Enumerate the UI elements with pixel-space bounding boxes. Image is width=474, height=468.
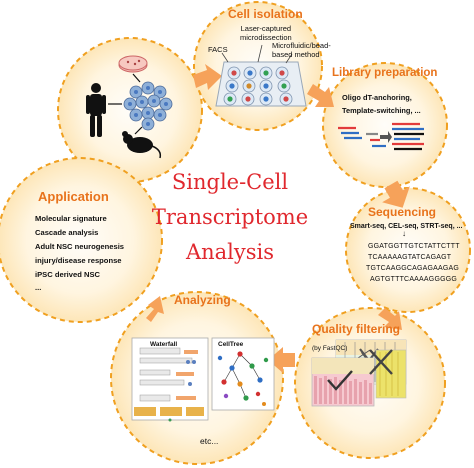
cell-isolation-title: Cell isolation — [228, 7, 303, 21]
center-title-line2: Transcriptome — [151, 205, 309, 229]
arrow-2 — [307, 84, 334, 107]
petri-dish-icon — [118, 55, 148, 73]
well-plate-icon — [215, 44, 307, 107]
library-circle — [322, 62, 448, 188]
library-line2: Template-switching, ... — [342, 106, 421, 115]
flow-arrows — [146, 64, 410, 373]
read-3: TGTCAAGGCAGAGAAGAG — [366, 265, 460, 272]
human-icon — [86, 83, 106, 137]
arrow-6 — [146, 296, 164, 322]
sequencing-methods: Smart-seq, CEL-seq, STRT-seq, ... — [350, 223, 463, 230]
library-prep-graphic — [338, 122, 424, 151]
library-title: Library preparation — [332, 67, 438, 79]
application-item: iPSC derived NSC — [35, 270, 100, 279]
center-title-line3: Analysis — [185, 240, 275, 264]
center-title-line1: Single-Cell — [171, 170, 289, 194]
waterfall-label: Waterfall — [150, 341, 178, 348]
application-item: Adult NSC neurogenesis — [35, 242, 125, 251]
sequencing-title: Sequencing — [368, 205, 437, 219]
arrow-5 — [268, 347, 295, 373]
lcm-label: Laser-captured microdissection — [240, 24, 292, 42]
fastqc-charts — [311, 339, 407, 407]
application-item: Molecular signature — [35, 214, 107, 223]
mouse-icon — [122, 131, 162, 159]
cell-cluster-icon — [108, 73, 173, 135]
checkmark-icon — [327, 370, 353, 391]
cross-icon — [369, 349, 393, 375]
arrow-3 — [382, 180, 410, 208]
facs-label: FACS — [208, 45, 228, 54]
read-1: GGATGGTTGTCTATTCTTT — [368, 243, 460, 250]
application-title: Application — [38, 189, 109, 204]
analyzing-etc: etc... — [200, 436, 219, 446]
celltree-label: CellTree — [218, 341, 244, 348]
application-item: Cascade analysis — [35, 228, 99, 237]
application-item: injury/disease response — [35, 256, 122, 265]
application-circle — [0, 157, 163, 323]
analyzing-title: Analyzing — [174, 293, 231, 307]
read-4: AGTGTTTCAAAAGGGGG — [370, 276, 458, 283]
read-2: TCAAAAAGTATCAGAGT — [368, 254, 452, 261]
down-arrow-icon: ↓ — [402, 229, 406, 238]
library-line1: Oligo dT-anchoring, — [342, 93, 412, 102]
celltree-panel — [211, 337, 275, 411]
waterfall-panel — [131, 337, 209, 422]
quality-title: Quality filtering — [312, 322, 401, 336]
microfluidic-label: Microfluidic/bead- based method — [272, 41, 331, 59]
arrow-4 — [378, 308, 402, 330]
arrow-1 — [193, 64, 222, 90]
application-item: ... — [35, 283, 42, 292]
fastqc-label: (by FastQC) — [312, 345, 348, 352]
